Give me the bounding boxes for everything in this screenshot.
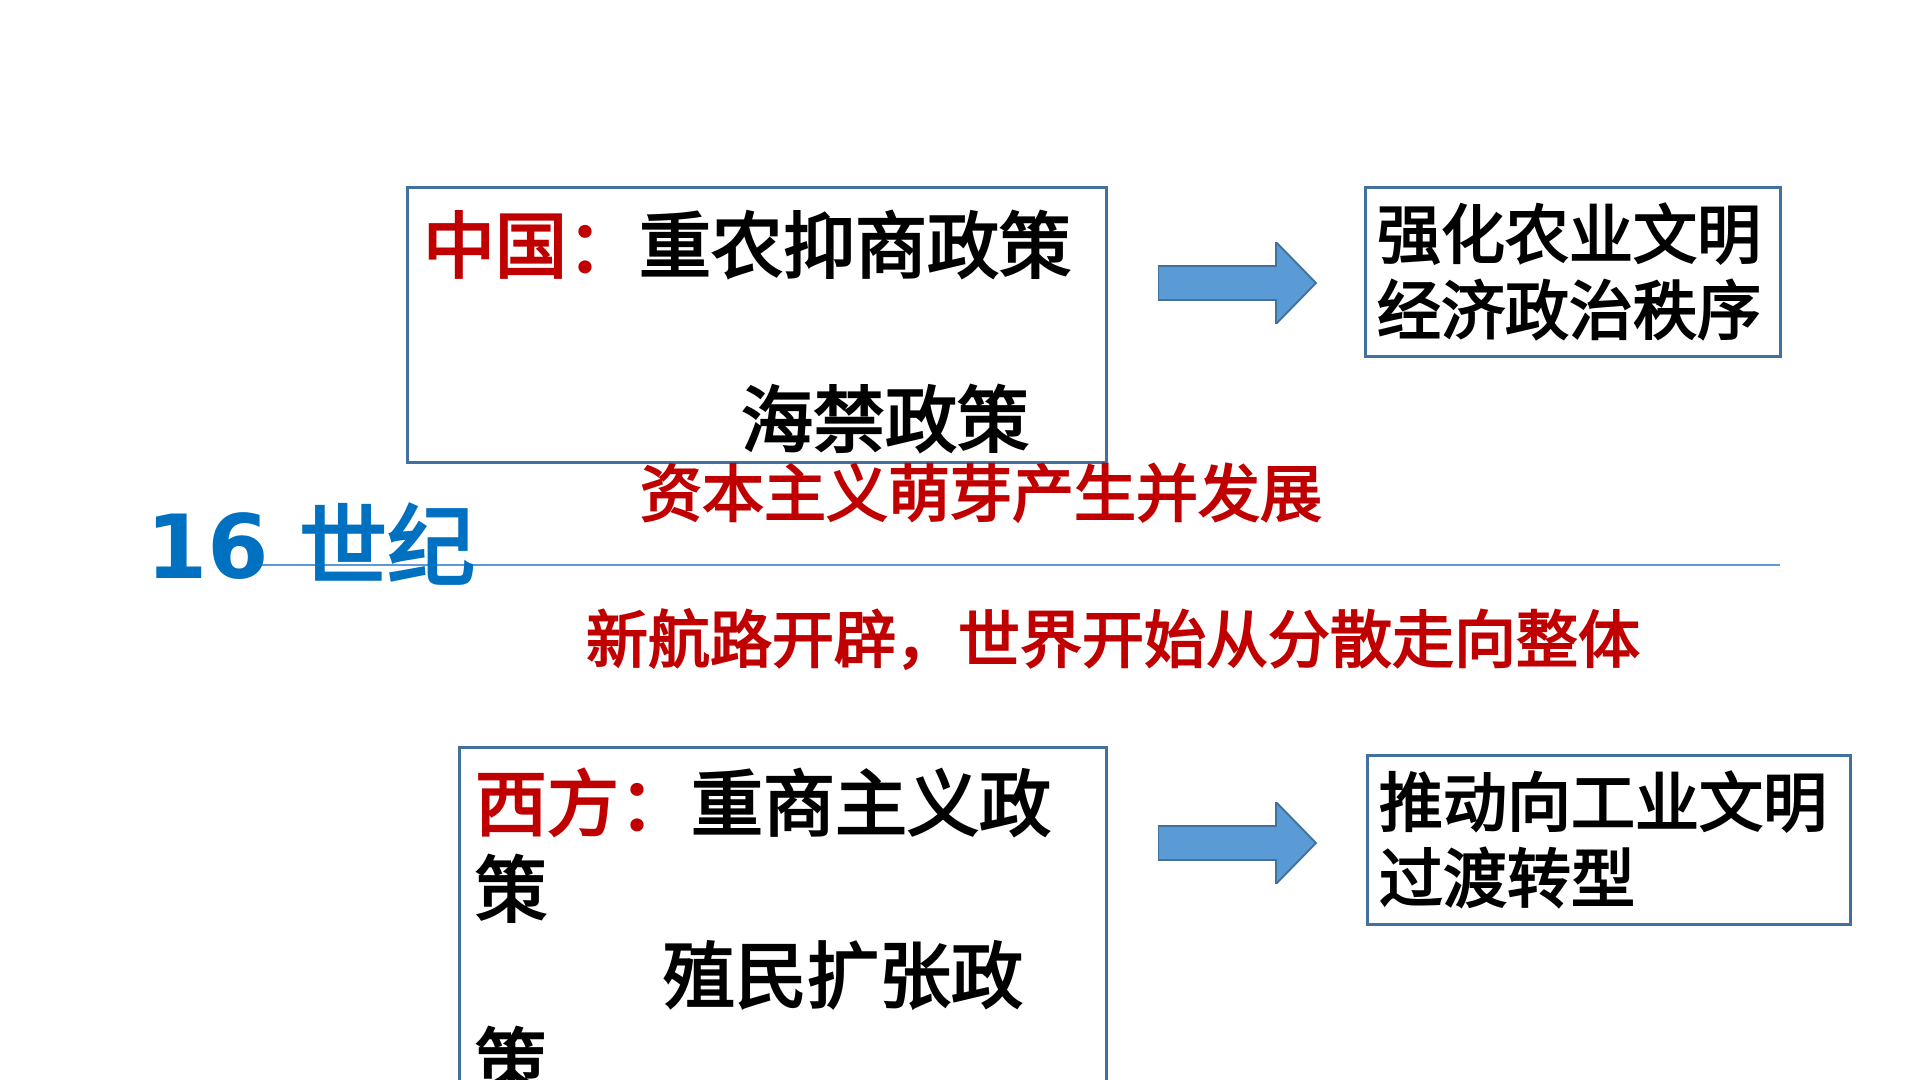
west-policy-2-part-2: 策: [475, 1021, 548, 1080]
west-policy-1-part-2: 策: [475, 849, 548, 933]
china-policy-box: 中国：重农抑商政策 海禁政策: [406, 186, 1108, 464]
china-label: 中国: [423, 205, 568, 289]
china-result-box: 强化农业文明 经济政治秩序: [1364, 186, 1782, 358]
china-policy-1: 重农抑商政策: [639, 205, 1072, 289]
sprouts-note: 资本主义萌芽产生并发展: [640, 458, 1323, 531]
west-label: 西方: [475, 763, 620, 847]
china-policy-line-1: 中国：重农抑商政策: [423, 211, 1071, 283]
route-note: 新航路开辟，世界开始从分散走向整体: [586, 604, 1641, 677]
west-policy-line-1: 西方：重商主义政: [475, 769, 1051, 841]
west-policy-2-part-1: 殖民扩张政: [663, 935, 1024, 1019]
right-arrow-icon: [1158, 242, 1318, 324]
china-colon: ：: [567, 205, 640, 289]
timeline-divider: [250, 564, 1780, 566]
china-result-line-2: 经济政治秩序: [1377, 276, 1761, 350]
china-policy-2: 海禁政策: [741, 379, 1030, 463]
west-result-box: 推动向工业文明 过渡转型: [1366, 754, 1852, 926]
west-result-line-2: 过渡转型: [1379, 844, 1635, 918]
west-result-line-1: 推动向工业文明: [1379, 768, 1827, 842]
right-arrow-icon: [1158, 802, 1318, 884]
west-policy-1-part-1: 重商主义政: [691, 763, 1052, 847]
century-label: 16 世纪: [146, 496, 476, 599]
china-result-line-1: 强化农业文明: [1377, 200, 1761, 274]
west-colon: ：: [619, 763, 692, 847]
west-policy-box: 西方：重商主义政 策 殖民扩张政 策: [458, 746, 1108, 1080]
